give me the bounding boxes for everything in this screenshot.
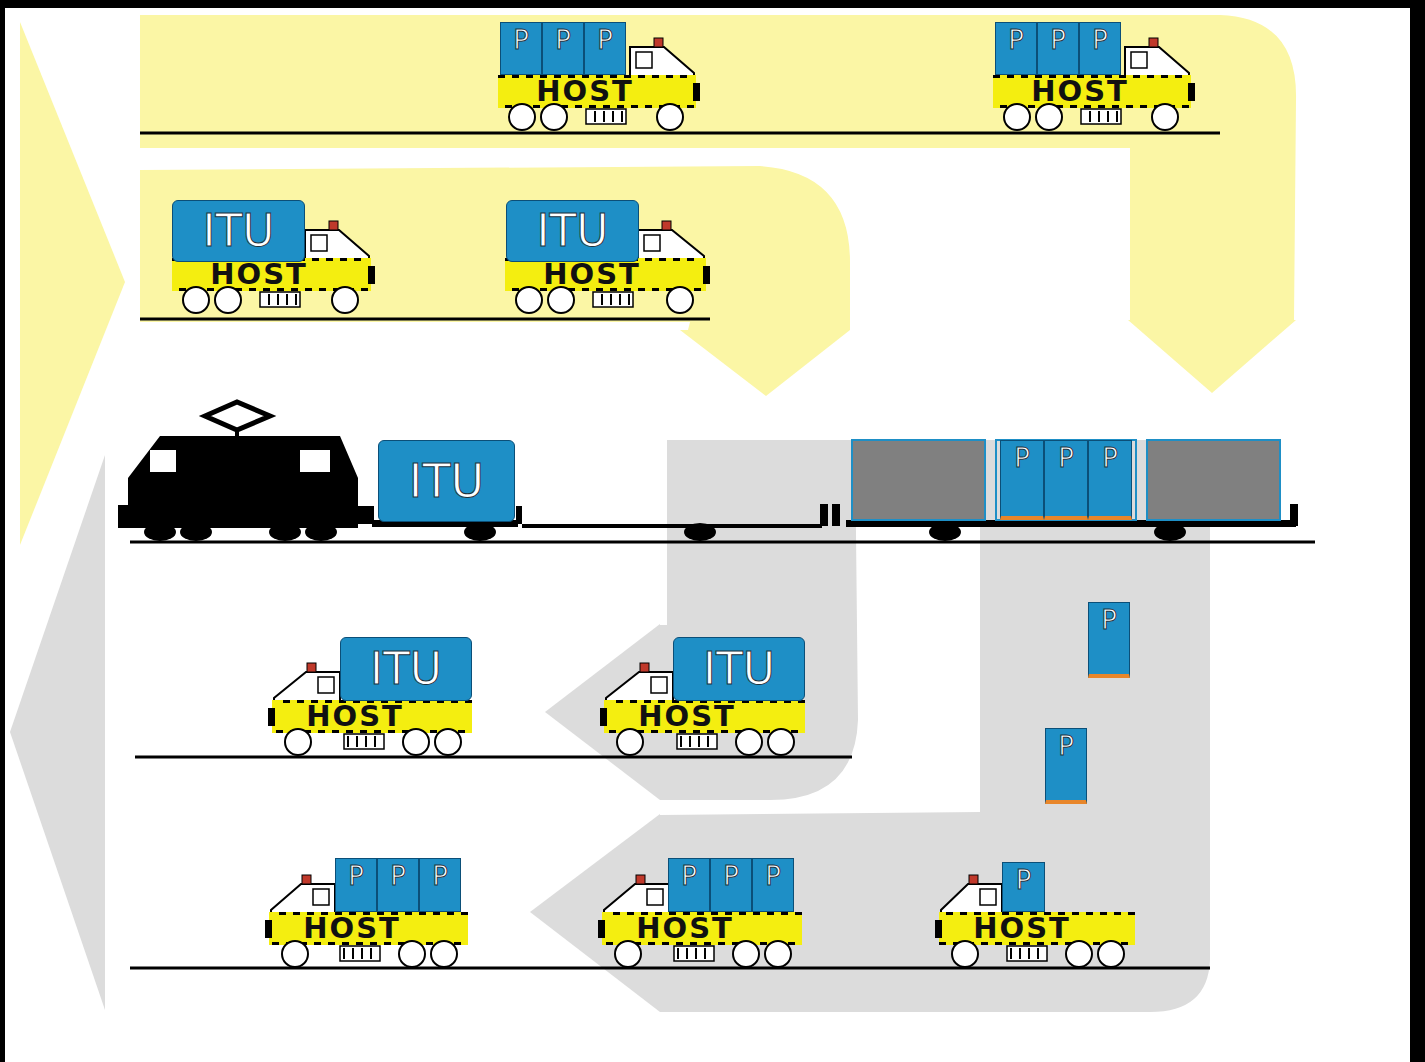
- container: P: [377, 858, 419, 912]
- container-label: P: [1038, 23, 1078, 74]
- container-label: P: [378, 859, 418, 911]
- container-label: P: [1045, 441, 1087, 516]
- flow-band: [140, 166, 850, 330]
- frame-edge: [0, 0, 5, 1062]
- truck-label: HOST: [510, 76, 660, 107]
- container: ITU: [506, 200, 639, 262]
- container-label: P: [1089, 441, 1131, 516]
- flow-arrow: [20, 22, 125, 545]
- container-label: ITU: [507, 201, 638, 261]
- container-label: P: [1001, 441, 1043, 516]
- container-label: P: [753, 859, 793, 911]
- wagon: [846, 440, 1298, 541]
- container-label: P: [1080, 23, 1120, 74]
- container: P: [1044, 440, 1088, 520]
- flow-arrow: [10, 455, 105, 1010]
- truck-label: HOST: [947, 913, 1097, 944]
- container: ITU: [673, 637, 805, 701]
- container: P: [752, 858, 794, 912]
- container-label: ITU: [674, 638, 804, 700]
- truck: HOSTPPP: [993, 22, 1195, 134]
- container-label: ITU: [173, 201, 304, 261]
- container-label: P: [996, 23, 1036, 74]
- container: P: [1079, 22, 1121, 75]
- container: P: [710, 858, 752, 912]
- container: P: [542, 22, 584, 75]
- flow-arrow: [680, 330, 850, 396]
- container-label: P: [1003, 863, 1044, 911]
- container: P: [1002, 862, 1045, 912]
- flow-arrow: [1128, 320, 1296, 393]
- truck-label: HOST: [610, 913, 760, 944]
- truck: HOSTPPP: [598, 858, 802, 968]
- container: P: [419, 858, 461, 912]
- container: P: [1045, 728, 1087, 804]
- container-label: P: [501, 23, 541, 74]
- container: ITU: [340, 637, 472, 701]
- truck: HOSTITU: [600, 637, 805, 755]
- truck-label: HOST: [277, 913, 427, 944]
- container: P: [500, 22, 542, 75]
- truck: HOSTITU: [172, 200, 375, 318]
- container-label: P: [420, 859, 460, 911]
- container-label: ITU: [341, 638, 471, 700]
- truck-label: HOST: [184, 259, 334, 290]
- container: P: [1088, 440, 1132, 520]
- truck: HOSTPPP: [265, 858, 468, 968]
- truck: HOSTPPP: [498, 22, 700, 134]
- truck-label: HOST: [280, 701, 430, 732]
- ground-lines: [130, 133, 1315, 968]
- flow-band: [660, 440, 858, 800]
- truck: HOSTP: [935, 862, 1135, 968]
- wagon: [522, 504, 840, 541]
- container-label: P: [669, 859, 709, 911]
- container-label: P: [543, 23, 583, 74]
- truck: HOSTITU: [505, 200, 710, 318]
- container: P: [584, 22, 626, 75]
- container-label: P: [711, 859, 751, 911]
- truck-label: HOST: [1005, 76, 1155, 107]
- container: P: [335, 858, 377, 912]
- truck: HOSTITU: [268, 637, 472, 755]
- container: P: [1088, 602, 1130, 678]
- container: P: [1037, 22, 1079, 75]
- truck-label: HOST: [612, 701, 762, 732]
- container: ITU: [378, 440, 515, 522]
- container-label: P: [1089, 603, 1129, 674]
- truck-label: HOST: [517, 259, 667, 290]
- container: P: [995, 22, 1037, 75]
- container-label: P: [585, 23, 625, 74]
- container: P: [1000, 440, 1044, 520]
- container: ITU: [172, 200, 305, 262]
- locomotive: [118, 402, 368, 541]
- container-label: P: [336, 859, 376, 911]
- container: P: [668, 858, 710, 912]
- frame-edge: [1410, 0, 1425, 1062]
- frame-edge: [0, 0, 1425, 8]
- container-label: P: [1046, 729, 1086, 800]
- container-label: ITU: [379, 441, 514, 521]
